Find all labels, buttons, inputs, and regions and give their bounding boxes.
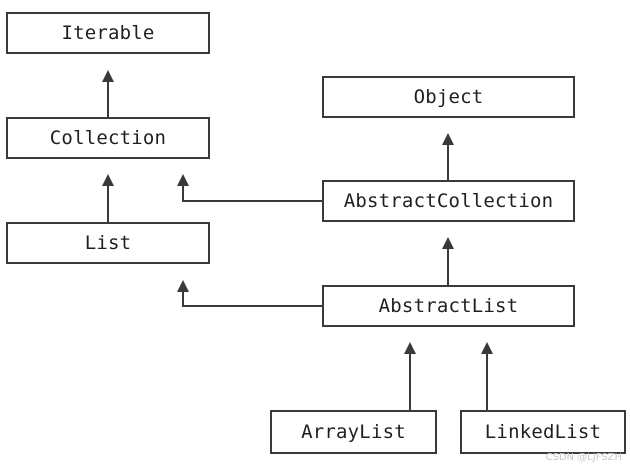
arrowhead-icon — [177, 174, 189, 186]
node-label: LinkedList — [484, 421, 602, 443]
node-label: Iterable — [61, 22, 155, 44]
edge-arraylist-to-abstractlist — [404, 342, 416, 410]
arrowhead-icon — [102, 174, 114, 186]
arrowhead-icon — [404, 342, 416, 354]
node-abstract-collection: AbstractCollection — [322, 180, 575, 222]
edge-list-to-collection — [102, 174, 114, 222]
node-abstract-list: AbstractList — [322, 285, 575, 327]
node-label: List — [84, 232, 132, 254]
edge-abstractcollection-to-collection — [177, 174, 322, 202]
watermark: CSDN @LJFSZH — [545, 452, 622, 463]
arrowhead-icon — [442, 133, 454, 145]
edge-collection-to-iterable — [102, 70, 114, 117]
node-list: List — [6, 222, 210, 264]
arrowhead-icon — [481, 342, 493, 354]
node-array-list: ArrayList — [270, 410, 437, 454]
node-linked-list: LinkedList — [460, 410, 626, 454]
node-label: AbstractCollection — [343, 190, 554, 212]
edge-abstractlist-to-list — [177, 280, 322, 307]
node-label: ArrayList — [301, 421, 406, 443]
edge-linkedlist-to-abstractlist — [481, 342, 493, 410]
edge-abstractlist-to-abstractcollection — [442, 237, 454, 285]
arrowhead-icon — [442, 237, 454, 249]
arrowhead-icon — [102, 70, 114, 82]
node-label: Collection — [49, 127, 167, 149]
node-collection: Collection — [6, 117, 210, 159]
node-label: AbstractList — [378, 295, 519, 317]
arrowhead-icon — [177, 280, 189, 292]
node-label: Object — [413, 86, 484, 108]
node-object: Object — [322, 76, 575, 118]
node-iterable: Iterable — [6, 12, 210, 54]
edge-abstractcollection-to-object — [442, 133, 454, 180]
